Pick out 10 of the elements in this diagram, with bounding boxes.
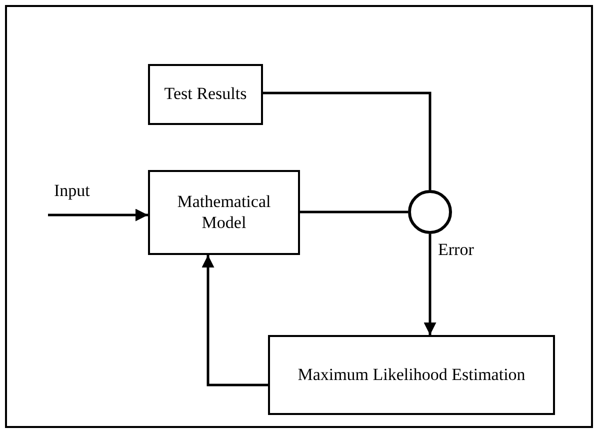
arrow bbox=[424, 234, 436, 335]
box-label: Mathematical Model bbox=[176, 192, 272, 233]
arrow bbox=[48, 208, 148, 222]
process-box bbox=[148, 170, 300, 255]
summing-circle bbox=[408, 190, 452, 234]
arrow bbox=[202, 255, 268, 386]
box-label: Test Results bbox=[163, 84, 248, 105]
process-box bbox=[268, 335, 555, 415]
process-box bbox=[148, 64, 263, 125]
box-label: Maximum Likelihood Estimation bbox=[296, 364, 526, 386]
